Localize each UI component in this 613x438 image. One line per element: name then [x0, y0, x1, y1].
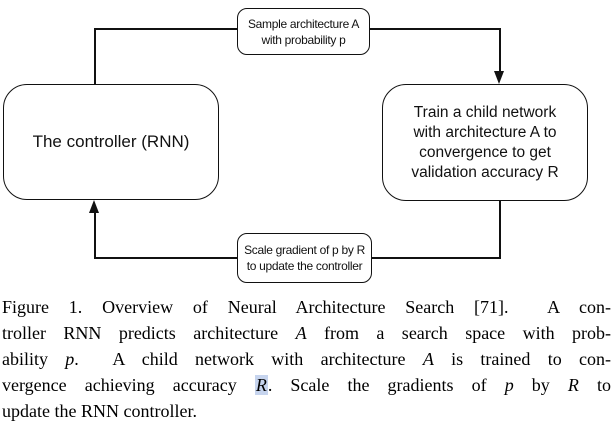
caption-text: is trained to con-: [433, 349, 611, 369]
connector-scale-to-controller-vertical: [94, 213, 96, 258]
caption-text: Figure 1. Overview of Neural Architectur…: [2, 297, 611, 317]
math-symbol-R-highlighted: R: [254, 375, 268, 395]
caption-line: ability p. A child network with architec…: [2, 346, 611, 372]
caption-text: vergence achieving accuracy: [2, 375, 255, 395]
nas-overview-diagram: Sample architecture A with probability p…: [3, 8, 588, 283]
math-symbol-p: p: [65, 349, 75, 369]
caption-text: . Scale the gradients of: [267, 375, 505, 395]
caption-line: Figure 1. Overview of Neural Architectur…: [2, 294, 611, 320]
scale-gradient-box: Scale gradient of p by R to update the c…: [237, 233, 372, 283]
box-text-line: with probability p: [261, 32, 346, 47]
caption-text: . A child network with architecture: [74, 349, 423, 369]
box-text-line: to update the controller: [246, 259, 363, 273]
sample-architecture-box: Sample architecture A with probability p: [237, 8, 370, 55]
box-text-line: Sample architecture A: [247, 16, 360, 31]
connector-controller-to-sample-horizontal: [94, 28, 237, 30]
arrow-down-head-icon: [494, 71, 504, 84]
connector-train-to-scale-vertical: [499, 201, 501, 258]
caption-text: ability: [2, 349, 66, 369]
arrow-up-head-icon: [89, 200, 99, 213]
caption-text: update the RNN controller.: [2, 401, 197, 421]
box-text-line: validation accuracy R: [411, 163, 559, 181]
connector-scale-to-controller-horizontal: [94, 257, 237, 259]
caption-line: update the RNN controller.: [2, 398, 611, 424]
math-symbol-A: A: [422, 349, 434, 369]
math-symbol-A: A: [295, 323, 307, 343]
box-text-line: Train a child network: [413, 103, 557, 121]
math-symbol-R: R: [567, 375, 579, 395]
caption-text: from a search space with prob-: [306, 323, 611, 343]
connector-sample-to-train-vertical: [499, 28, 501, 72]
box-text-line: The controller (RNN): [32, 132, 190, 151]
controller-rnn-box: The controller (RNN): [3, 84, 219, 200]
figure-caption: Figure 1. Overview of Neural Architectur…: [2, 294, 611, 424]
connector-controller-to-sample-vertical: [94, 28, 96, 84]
caption-text: by: [513, 375, 568, 395]
caption-text: troller RNN predicts architecture: [2, 323, 296, 343]
connector-train-to-scale-horizontal: [372, 257, 501, 259]
caption-text: to: [578, 375, 611, 395]
connector-sample-to-train-horizontal: [370, 28, 500, 30]
caption-line: vergence achieving accuracy R. Scale the…: [2, 372, 611, 398]
caption-line: troller RNN predicts architecture A from…: [2, 320, 611, 346]
box-text-line: Scale gradient of p by R: [244, 243, 365, 257]
box-text-line: with architecture A to: [413, 123, 557, 141]
box-text-line: convergence to get: [419, 143, 551, 161]
train-child-network-box: Train a child network with architecture …: [382, 84, 588, 201]
math-symbol-p: p: [504, 375, 514, 395]
